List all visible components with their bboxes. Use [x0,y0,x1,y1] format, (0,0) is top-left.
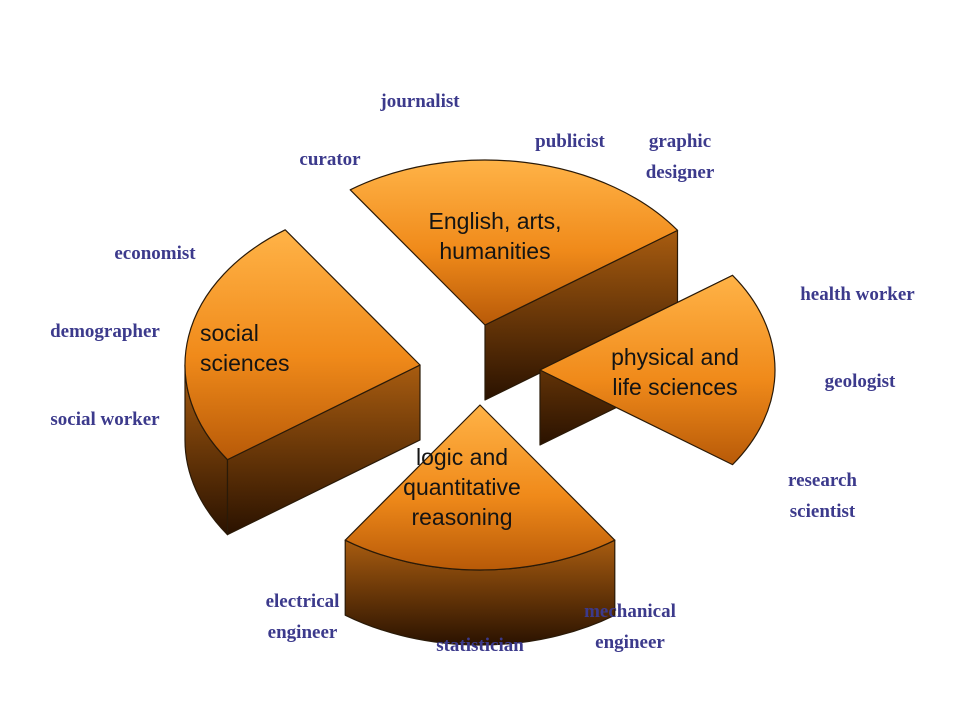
wedge-physical-life-top [539,274,776,466]
sector-label-social: social sciences [200,320,290,376]
career-curator: curator [299,149,361,170]
career-social-worker: social worker [50,409,160,430]
sector-label-logic-quant: logic and quantitative reasoning [403,444,521,530]
career-demographer: demographer [50,321,160,342]
career-geologist: geologist [824,371,896,392]
career-publicist: publicist [535,131,605,152]
career-research-scientist: research scientist [788,470,857,522]
sector-label-physical-life: physical and life sciences [611,344,739,400]
sector-label-humanities: English, arts, humanities [428,208,562,264]
wedge-physical-life [539,274,776,466]
career-journalist: journalist [380,91,460,112]
wedge-humanities [349,159,679,401]
wedge-logic-quant [344,404,616,646]
career-health-worker: health worker [800,284,915,305]
wedge-social-top [184,229,421,461]
career-mechanical-engineer: mechanical engineer [584,601,676,653]
career-graphic-designer: graphic designer [645,131,715,183]
career-statistician: statistician [436,635,524,656]
career-electrical-engineer: electrical engineer [265,591,340,643]
career-economist: economist [114,243,196,264]
wedge-social [184,229,421,536]
wedge-humanities-top [349,159,679,326]
wedge-logic-quant-top [344,404,616,571]
